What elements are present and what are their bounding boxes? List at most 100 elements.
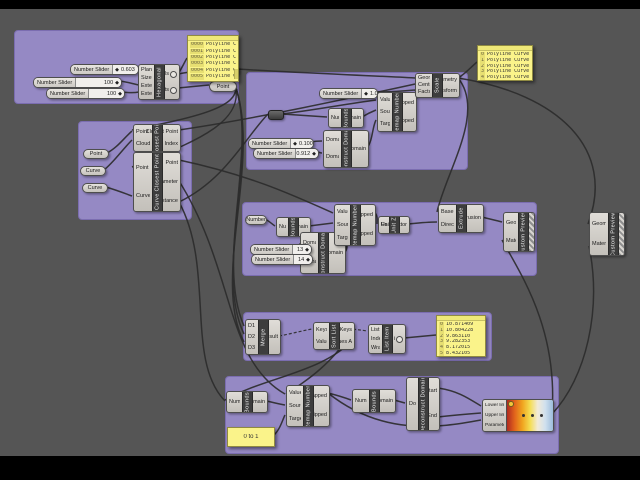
input-port[interactable]: Parameter — [485, 422, 504, 428]
remap-numbers-component[interactable]: ValueSourceTarget Remap Numbers MappedCl… — [334, 204, 376, 246]
input-port[interactable]: Material — [506, 237, 516, 244]
input-port[interactable]: Geometry — [506, 219, 516, 226]
gradient-component[interactable]: Lower limitUpper limitParameter — [482, 399, 554, 432]
output-port[interactable]: Domain — [347, 145, 366, 152]
input-port[interactable]: Geometry — [592, 220, 606, 227]
point-param[interactable]: Point — [209, 81, 237, 92]
bounds-component[interactable]: Numbers Bounds Domain — [328, 108, 364, 128]
output-port[interactable]: Extrusion — [458, 215, 481, 222]
slider-knob[interactable]: ◆ — [364, 90, 369, 97]
input-port[interactable]: Upper limit — [485, 412, 504, 418]
output-port[interactable]: Domain — [342, 115, 361, 121]
input-port[interactable]: Index — [371, 335, 380, 342]
output-port[interactable]: Parameter — [152, 178, 178, 185]
input-port[interactable]: Lower limit — [485, 403, 504, 409]
extrude-component[interactable]: BaseDirection Extrude Extrusion — [438, 204, 484, 233]
input-port[interactable]: Values A — [316, 338, 327, 345]
output-port[interactable]: Domain — [374, 397, 393, 404]
input-port[interactable]: List — [371, 327, 380, 334]
input-port[interactable]: Target — [337, 234, 348, 241]
input-port[interactable]: Base — [441, 209, 454, 216]
output-port[interactable]: i — [394, 335, 403, 343]
output-port[interactable]: Start — [425, 388, 437, 395]
output-port[interactable]: Clipped — [395, 117, 414, 124]
gradient-grip[interactable] — [540, 414, 543, 417]
slider-track[interactable]: ◆ 0.603 — [113, 65, 138, 74]
input-port[interactable]: Extend Y — [141, 90, 152, 97]
input-port[interactable]: Cloud — [136, 140, 150, 147]
output-port[interactable]: Domain — [246, 398, 265, 405]
hexagonal-component[interactable]: PlaneSizeExtend XExtend Y Hexagonal Cell… — [138, 64, 180, 100]
input-port[interactable]: Factor — [381, 221, 387, 228]
graft-icon[interactable] — [396, 335, 403, 343]
output-port[interactable]: End — [427, 413, 437, 420]
gradient-grip[interactable] — [521, 414, 525, 417]
graft-icon[interactable] — [170, 70, 177, 78]
input-port[interactable]: Domain start — [303, 240, 316, 247]
slider-track[interactable]: 14 ◆ — [294, 255, 312, 264]
output-port[interactable]: Transform — [432, 87, 457, 94]
output-port[interactable]: Distance — [156, 197, 178, 204]
slider-hex-extend-y[interactable]: Number Slider 100 ◆ — [46, 88, 125, 99]
output-port[interactable]: Geometry — [432, 77, 457, 84]
slider-track[interactable]: ◆ 1.057 — [362, 89, 377, 98]
slider-track[interactable]: ◆ 0.100 — [291, 139, 313, 148]
input-port[interactable]: Domain start — [326, 137, 339, 144]
panel-scrollbar[interactable] — [234, 69, 238, 79]
output-port[interactable]: Clipped — [308, 412, 327, 419]
output-port[interactable]: Mapped — [394, 99, 414, 106]
construct-domain-component[interactable]: Domain startDomain end Construct Domain … — [323, 130, 369, 168]
input-port[interactable]: Numbers — [229, 398, 240, 405]
scale-component[interactable]: GeometryCenterFactor Scale GeometryTrans… — [415, 73, 460, 98]
slider-scale-factor[interactable]: Number Slider ◆ 1.057 — [319, 88, 378, 99]
curve-param[interactable]: Curve — [82, 183, 108, 193]
list-item-component[interactable]: ListIndexWrap List Item i — [368, 324, 406, 354]
slider-knob[interactable]: ◆ — [293, 140, 298, 147]
unit-z-component[interactable]: Factor Unit Z Unit vector — [378, 216, 410, 234]
custom-preview-component[interactable]: GeometryMaterial Custom Preview — [589, 212, 625, 256]
input-port[interactable]: Extend X — [141, 82, 152, 89]
relay-node[interactable] — [268, 110, 284, 120]
slider-track[interactable]: 0.912 ◆ — [296, 149, 318, 158]
slider-track[interactable]: 100 ◆ — [89, 89, 124, 98]
slider-knob[interactable]: ◆ — [306, 256, 310, 263]
input-port[interactable]: Domain — [409, 400, 416, 407]
slider-hex-extend-x[interactable]: Number Slider 100 ◆ — [33, 77, 122, 88]
curve-param[interactable]: Curve — [80, 166, 106, 176]
slider-domain-end[interactable]: Number Slider 0.912 ◆ — [253, 148, 319, 159]
input-port[interactable]: Value — [289, 390, 301, 397]
slider-knob[interactable]: ◆ — [118, 90, 122, 97]
gradient-grip[interactable] — [530, 414, 534, 417]
output-port[interactable]: Point — [165, 160, 178, 167]
number-param[interactable]: Number — [245, 215, 267, 225]
output-port[interactable]: CP Index — [155, 140, 178, 147]
input-port[interactable]: Target — [289, 415, 301, 422]
input-port[interactable]: Factor — [418, 89, 430, 96]
input-port[interactable]: Keys — [316, 326, 327, 333]
bounds-component[interactable]: Numbers Bounds Domain — [226, 391, 268, 413]
point-param[interactable]: Point — [83, 149, 109, 159]
input-port[interactable]: Material — [592, 240, 606, 247]
panel-target-domain[interactable]: 0 to 1 — [227, 427, 275, 447]
graft-icon[interactable] — [170, 86, 177, 94]
input-port[interactable]: Numbers — [355, 397, 367, 404]
input-port[interactable]: D3 — [248, 344, 256, 351]
slider-knob[interactable]: ◆ — [115, 66, 120, 73]
input-port[interactable]: Curve — [136, 192, 150, 199]
remap-numbers-component[interactable]: ValueSourceTarget Remap Numbers MappedCl… — [286, 385, 330, 427]
input-port[interactable]: Size — [141, 74, 152, 81]
input-port[interactable]: Wrap — [371, 344, 380, 351]
input-port[interactable]: Domain end — [326, 154, 339, 161]
input-port[interactable]: Point — [136, 164, 149, 171]
slider-knob[interactable]: ◆ — [305, 246, 309, 253]
panel-header[interactable] — [188, 36, 238, 41]
slider-track[interactable]: 100 ◆ — [76, 78, 121, 87]
input-port[interactable]: Center — [418, 82, 430, 89]
input-port[interactable]: Target — [380, 120, 390, 127]
output-port[interactable]: Keys — [339, 326, 352, 333]
